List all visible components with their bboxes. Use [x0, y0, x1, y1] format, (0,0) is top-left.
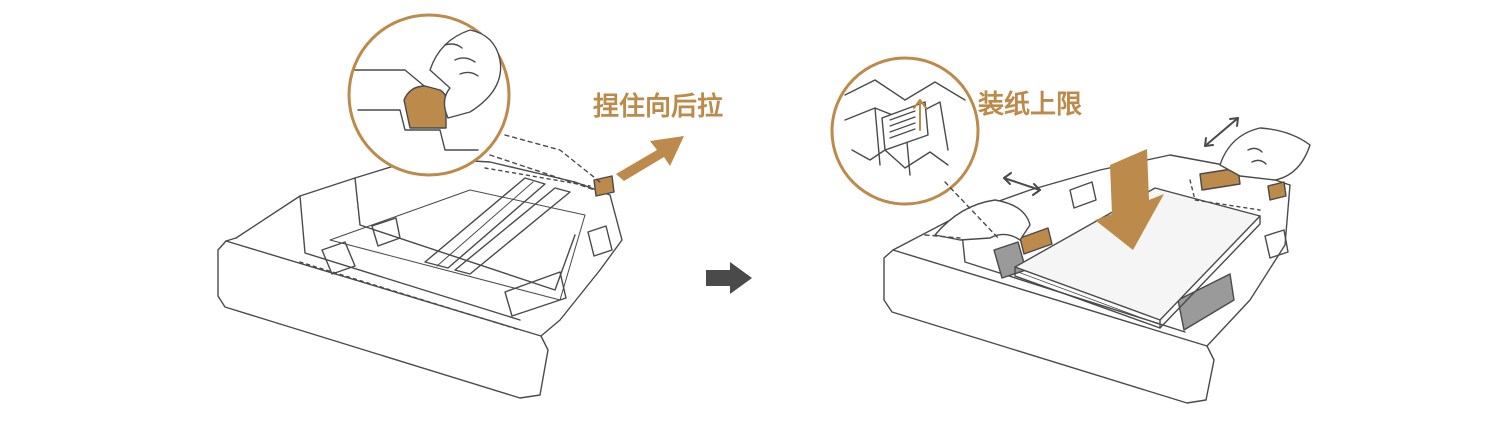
pull-back-arrow-icon — [616, 136, 684, 181]
right-arrow-icon — [706, 262, 752, 294]
down-arrow-icon — [1095, 149, 1164, 250]
zoom-callout-paper-limit — [830, 56, 1001, 241]
double-arrow-icon — [1003, 172, 1041, 196]
double-arrow-icon — [1204, 117, 1239, 147]
pull-back-instruction-label: 捏住向后拉 — [593, 92, 724, 122]
step2-panel — [830, 56, 1311, 404]
step1-panel — [217, 13, 684, 399]
paper-limit-label: 装纸上限 — [978, 90, 1083, 120]
tray-drawing-empty — [217, 157, 623, 399]
tray-drawing-loaded — [883, 127, 1311, 404]
zoom-callout-lever-release — [347, 13, 601, 191]
paper-stack — [1014, 187, 1261, 329]
